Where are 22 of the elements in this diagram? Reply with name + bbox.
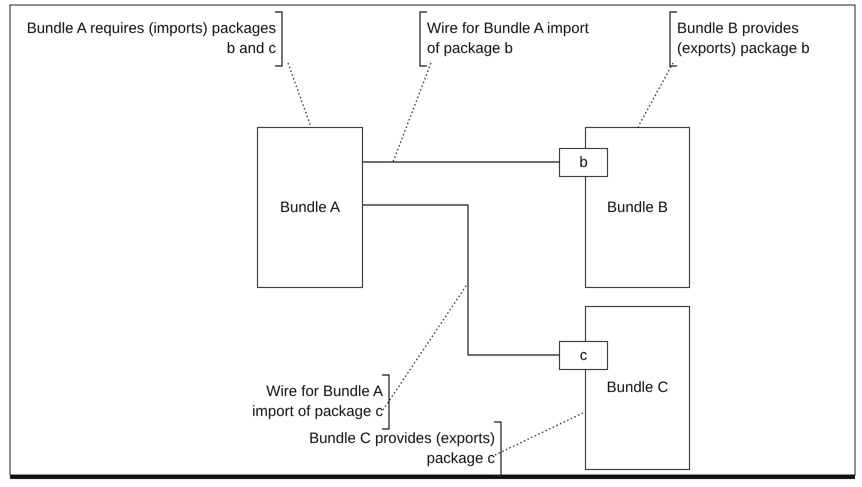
leader-line: [637, 62, 674, 128]
bundle-label: Bundle C: [606, 378, 668, 398]
bundle-box: [585, 306, 690, 470]
leader-line: [382, 282, 468, 410]
leader-line: [392, 62, 432, 162]
annotation-text: Bundle B provides (exports) package b: [677, 15, 852, 63]
leader-line: [287, 62, 312, 128]
package-label: c: [580, 346, 588, 366]
leader-line: [494, 411, 586, 456]
bundle-box: [585, 127, 690, 288]
wire-line: [363, 161, 559, 163]
package-box: [559, 148, 608, 177]
annotation-text: Wire for Bundle A import of package b: [427, 15, 597, 63]
wire-line: [363, 204, 559, 356]
annotation-text: Wire for Bundle A import of package c: [225, 378, 383, 426]
annotation-text: Bundle A requires (imports) packages b and c: [18, 15, 276, 63]
bundle-label: Bundle A: [280, 198, 340, 218]
annotation-text: Bundle C provides (exports) package c: [290, 425, 495, 473]
bundle-label: Bundle B: [607, 198, 668, 218]
bundle-box: [257, 127, 363, 288]
package-box: [559, 341, 608, 370]
package-label: b: [579, 152, 588, 172]
